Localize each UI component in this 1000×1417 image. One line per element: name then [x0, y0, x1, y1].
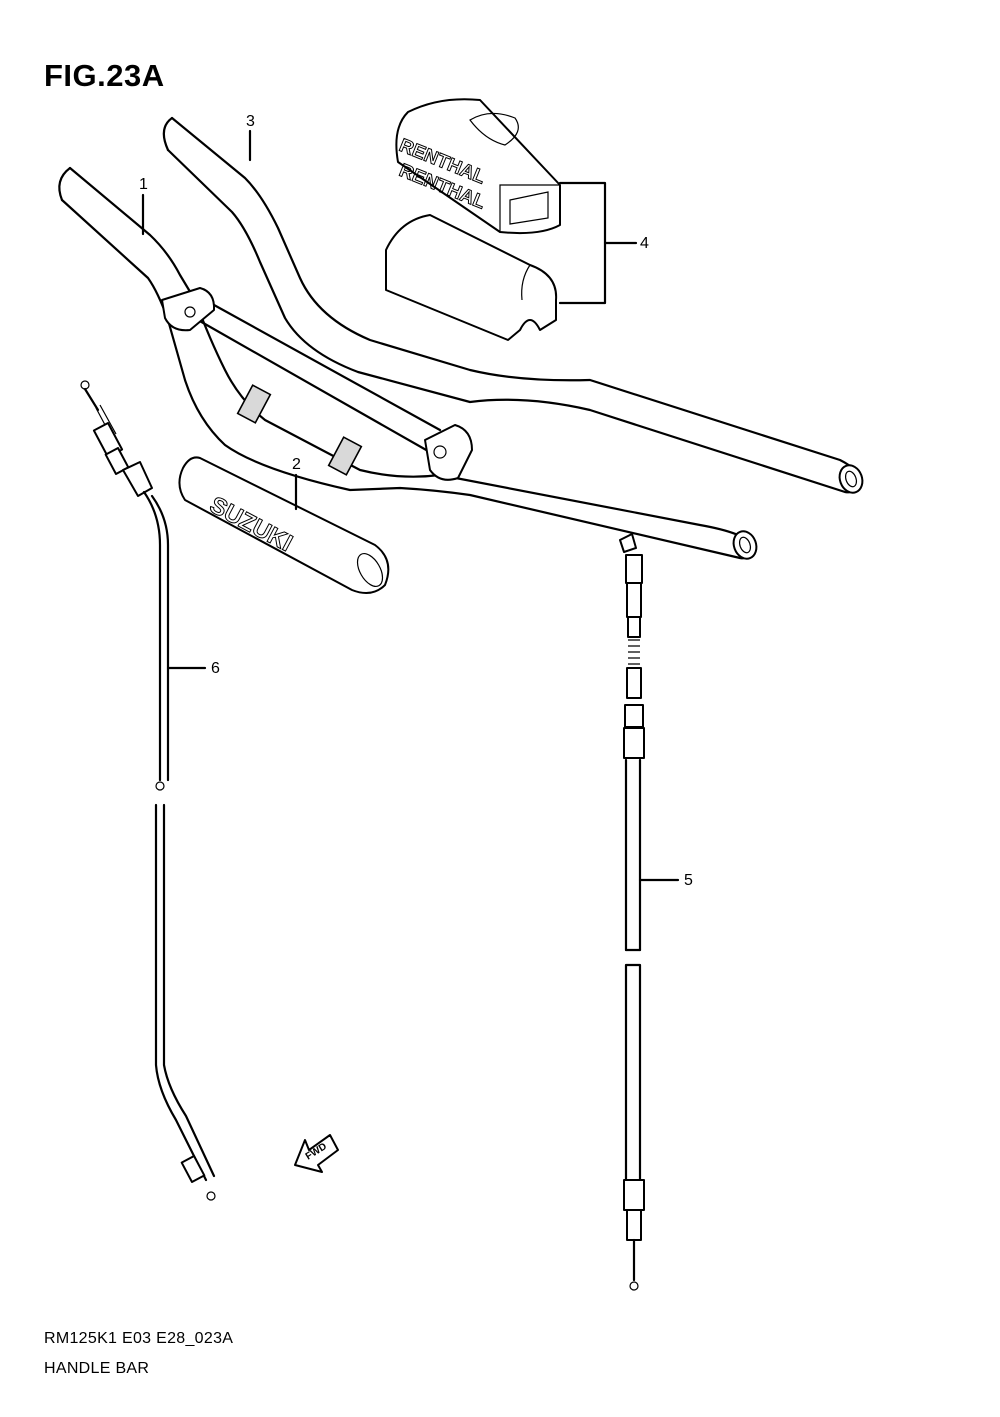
model-code: RM125K1 E03 E28_023A: [44, 1330, 234, 1347]
handlebar-front: [58, 166, 758, 560]
callout-5: 5: [684, 872, 693, 889]
clutch-cable: [80, 380, 216, 1201]
crossbar-pad: SUZUKI: [178, 456, 390, 595]
callout-2: 2: [292, 456, 301, 473]
section-name: HANDLE BAR: [44, 1360, 150, 1377]
handlebar-upper: [162, 116, 864, 494]
handlebar-pad-assembly: RENTHAL RENTHAL: [385, 98, 638, 341]
callout-3: 3: [246, 113, 255, 130]
callout-4: 4: [640, 235, 649, 252]
callout-1: 1: [139, 176, 148, 193]
throttle-cable: [619, 533, 680, 1291]
forward-direction-arrow: FWD: [294, 1134, 339, 1173]
callout-6: 6: [211, 660, 220, 677]
figure-title: FIG.23A: [44, 58, 165, 93]
